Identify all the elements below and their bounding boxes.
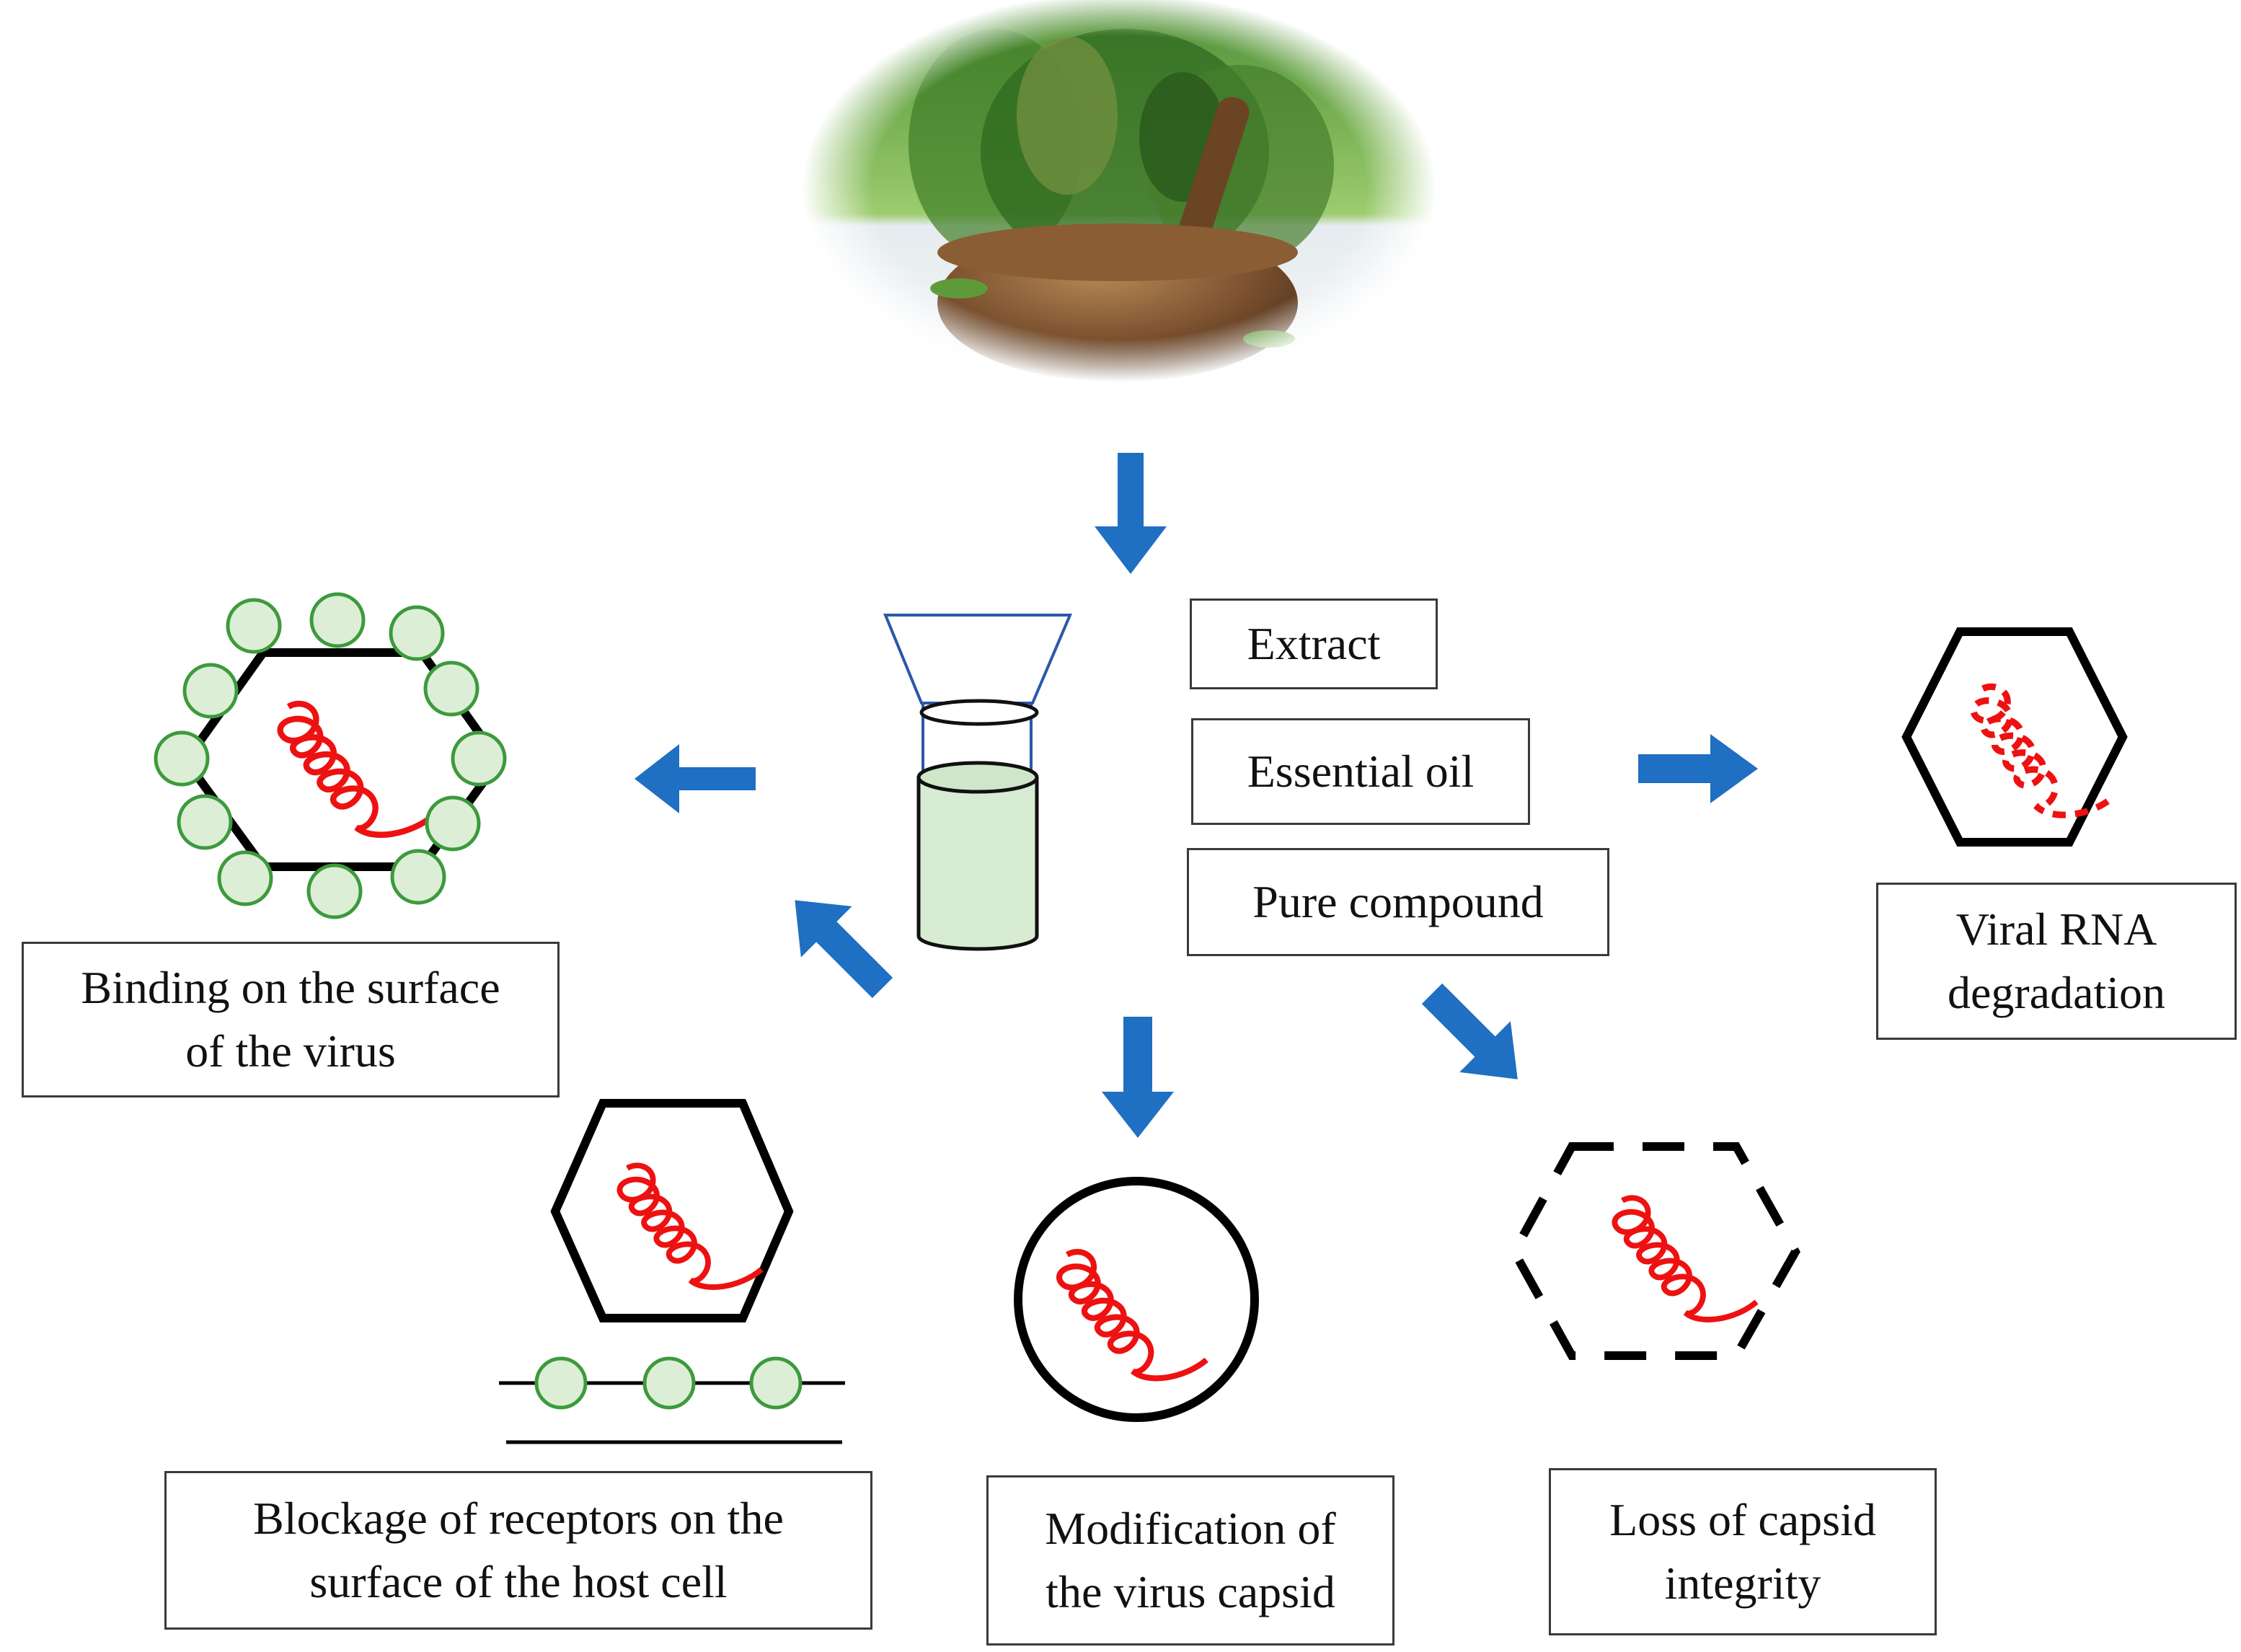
rna-strand-icon (1589, 1192, 1772, 1341)
rna-strand-icon (1033, 1246, 1222, 1400)
capsid-modification-label: Modification of the virus capsid (986, 1475, 1394, 1646)
virus-surface-binding-icon (154, 592, 507, 919)
receptor-blockage-label: Blockage of receptors on the surface of … (164, 1471, 872, 1630)
virus-modified-capsid-icon (1014, 1177, 1259, 1422)
essential-oil-label: Essential oil (1191, 718, 1530, 825)
arrow-to-rna-degradation (1638, 734, 1758, 803)
arrow-to-capsid-integrity-loss (1421, 983, 1518, 1079)
funnel-beaker-icon (883, 614, 1073, 951)
receptor-icon (534, 1356, 803, 1410)
arrow-down-from-photo (1095, 453, 1167, 574)
rna-strand-icon (253, 698, 449, 858)
receptor-molecules (154, 592, 507, 919)
herbs-mortar-photo (793, 0, 1457, 389)
rna-degradation-label: Viral RNA degradation (1876, 883, 2237, 1040)
arrow-to-surface-binding (635, 744, 756, 813)
virus-rna-degradation-icon (1901, 627, 2125, 847)
extract-label: Extract (1190, 598, 1438, 689)
virus-broken-capsid-icon (1509, 1142, 1800, 1360)
virus-receptor-blockage-icon (499, 1099, 845, 1444)
arrow-to-capsid-modification (1102, 1017, 1174, 1138)
degraded-rna-icon (1945, 681, 2125, 839)
capsid-integrity-label: Loss of capsid integrity (1549, 1468, 1937, 1635)
arrow-to-receptor-blockage (795, 900, 893, 999)
surface-binding-label: Binding on the surface of the virus (22, 942, 560, 1097)
rna-strand-icon (594, 1160, 777, 1309)
pure-compound-label: Pure compound (1187, 848, 1609, 956)
